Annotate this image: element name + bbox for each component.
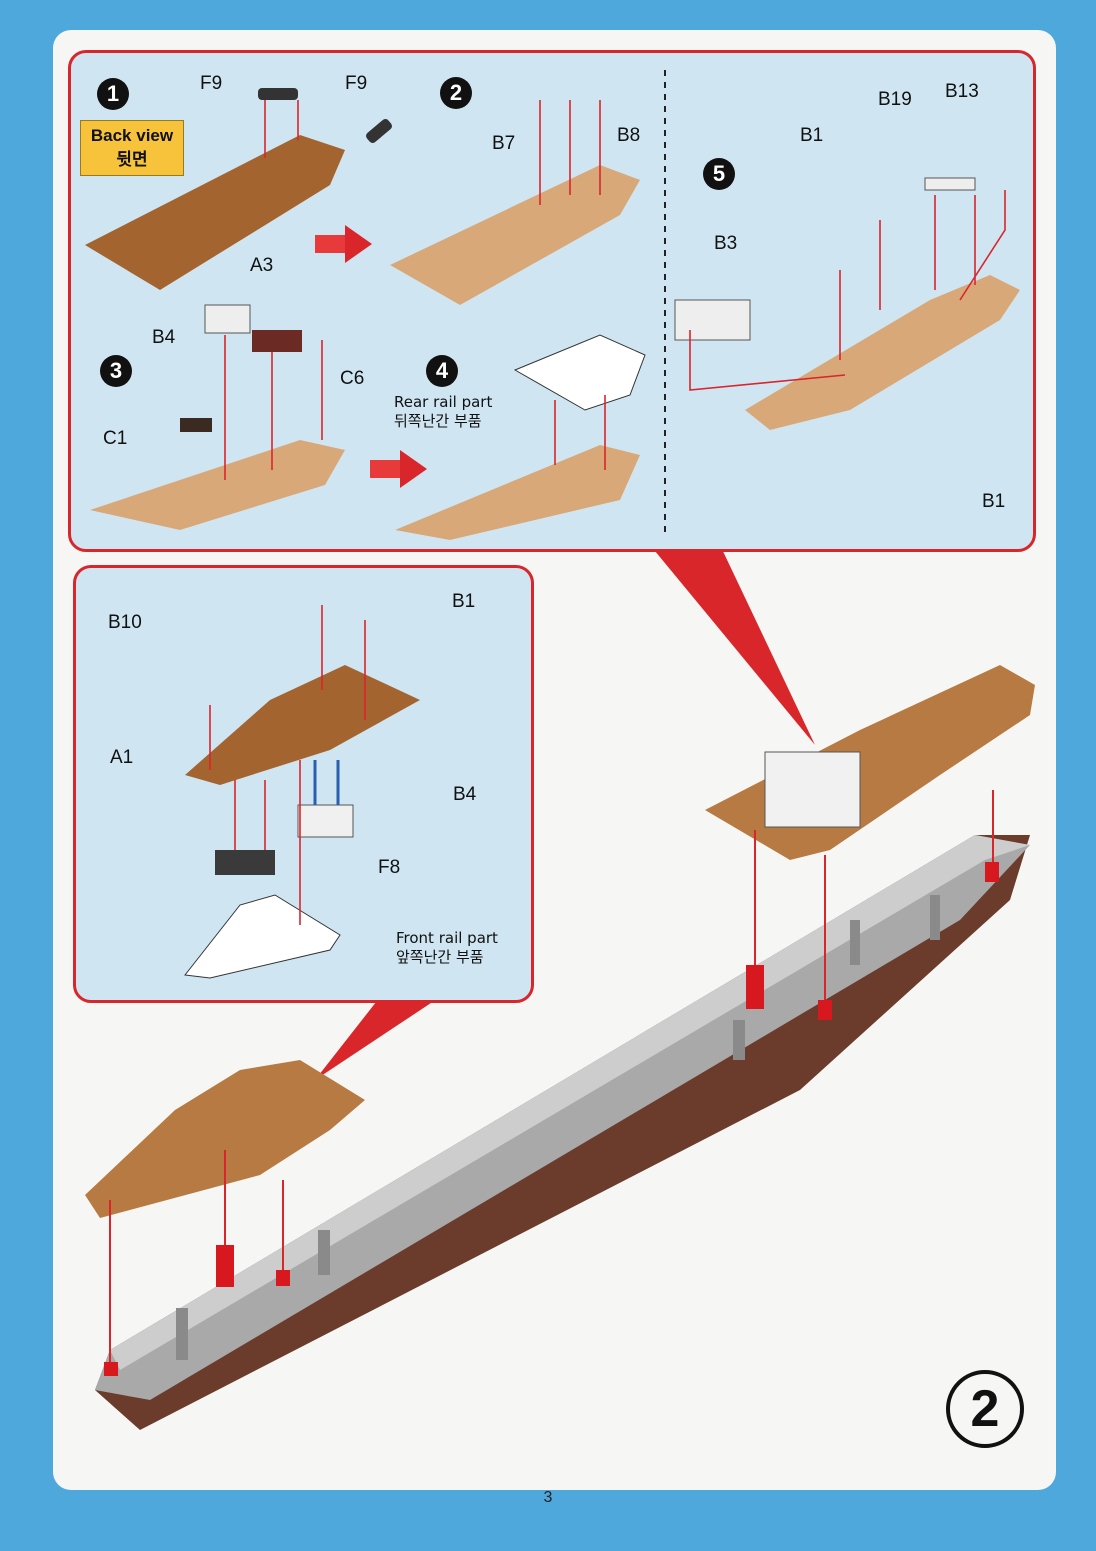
mast	[176, 1308, 188, 1360]
deck-step3	[90, 440, 345, 530]
rear-rail-note-en: Rear rail part	[394, 393, 493, 411]
mast	[930, 895, 940, 940]
part-label-a1: A1	[110, 747, 134, 768]
step-number-1: 1	[97, 78, 129, 110]
rear-rail-note: Rear rail part 뒤쪽난간 부품	[394, 393, 492, 431]
ship-deck-edge	[110, 835, 1030, 1370]
part-f9	[258, 88, 298, 100]
mast	[850, 920, 860, 965]
arrow-head	[345, 225, 372, 263]
funnel-1	[746, 965, 764, 1009]
part-c6	[252, 330, 302, 352]
deck-step5	[745, 275, 1020, 430]
part-b3	[674, 299, 751, 341]
funnel-2	[818, 1000, 832, 1020]
part-label-b4-mid: B4	[453, 784, 477, 805]
bow-assembly-illustration	[184, 605, 420, 979]
deck-step4	[395, 445, 640, 540]
part-label-b10: B10	[108, 612, 142, 633]
steps-illustrations-top	[85, 70, 1020, 540]
deck-a1	[185, 665, 420, 785]
rear-rail-note-ko: 뒤쪽난간 부품	[394, 412, 482, 430]
arrow-body	[315, 235, 345, 253]
part-label-b3: B3	[714, 233, 738, 254]
part-b4-mid	[297, 804, 354, 838]
callout-wedge-top	[650, 545, 815, 745]
part-c1	[180, 418, 212, 432]
part-label-f9-2: F9	[345, 73, 368, 94]
step-number-2: 2	[440, 77, 472, 109]
bow-deck-piece	[85, 1060, 365, 1218]
front-rail-note: Front rail part 앞쪽난간 부품	[396, 929, 498, 967]
back-view-label: Back view	[90, 126, 174, 145]
arrow-body	[370, 460, 400, 478]
front-rail-note-en: Front rail part	[396, 929, 498, 947]
front-rail-note-ko: 앞쪽난간 부품	[396, 948, 484, 966]
part-b19	[924, 177, 976, 191]
part-f8	[215, 850, 275, 875]
step-number-5: 5	[703, 158, 735, 190]
funnel-5	[985, 862, 999, 882]
funnel-6	[104, 1362, 118, 1376]
part-f9	[366, 119, 392, 143]
mast	[318, 1230, 330, 1275]
back-view-label-ko: 뒷면	[116, 150, 148, 169]
funnel-3	[216, 1245, 234, 1287]
page-number: 3	[543, 1489, 553, 1506]
part-label-c1: C1	[103, 428, 128, 449]
arrow-head	[400, 450, 427, 488]
callout-wedge-mid	[315, 997, 440, 1080]
section-number: 2	[946, 1370, 1024, 1448]
mast	[733, 1020, 745, 1060]
part-label-c6: C6	[340, 368, 365, 389]
part-label-f8: F8	[378, 857, 401, 878]
funnel-4	[276, 1270, 290, 1286]
part-label-b8: B8	[617, 125, 641, 146]
rear-rail-part	[513, 334, 646, 411]
part-label-b13: B13	[945, 81, 979, 102]
part-label-b1: B1	[800, 125, 824, 146]
part-label-b4: B4	[152, 327, 176, 348]
deck-step2	[390, 165, 640, 305]
part-label-b1-bottom: B1	[982, 491, 1006, 512]
part-label-b7: B7	[492, 133, 516, 154]
front-rail-part	[184, 894, 341, 979]
part-label-b1-mid: B1	[452, 591, 476, 612]
part-label-a3: A3	[250, 255, 274, 276]
part-b4	[204, 304, 251, 334]
part-label-f9: F9	[200, 73, 223, 94]
part-label-b19: B19	[878, 89, 912, 110]
step-number-3: 3	[100, 355, 132, 387]
rear-deck-structure	[764, 751, 861, 828]
back-view-badge: Back view 뒷면	[80, 120, 184, 176]
step-number-4: 4	[426, 355, 458, 387]
deck-a3	[85, 135, 345, 290]
